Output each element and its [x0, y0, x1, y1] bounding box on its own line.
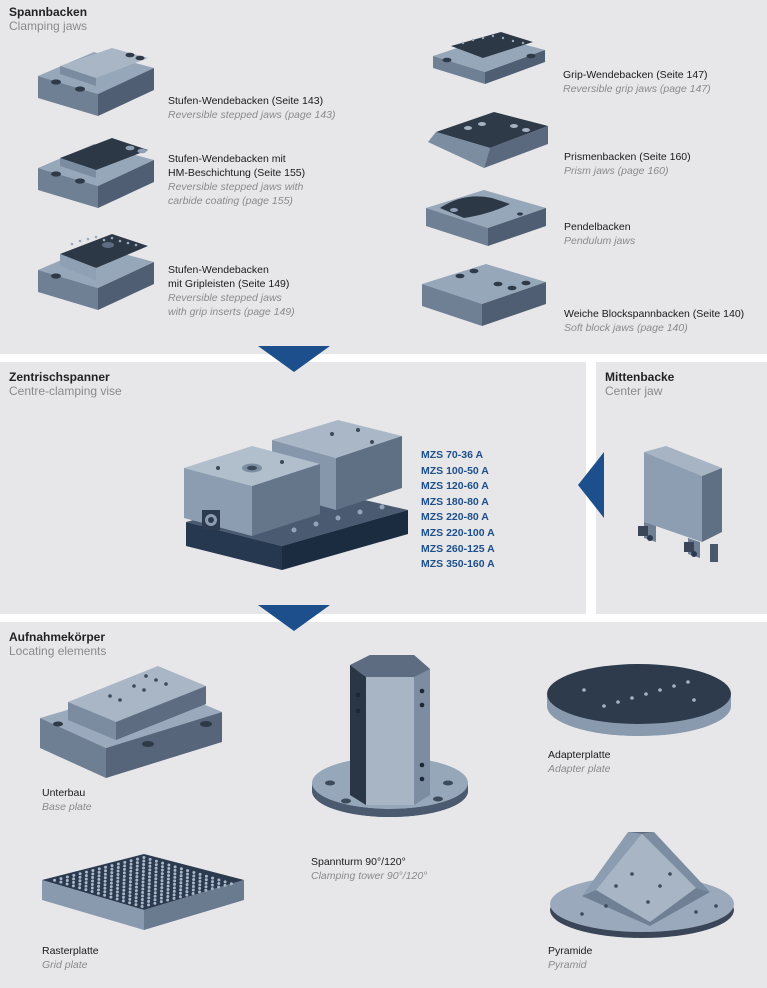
soft-block-jaw-image [422, 264, 546, 326]
clamping-subtitle: Clamping jaws [9, 19, 88, 33]
pyramid-image [550, 832, 734, 938]
model-list: MZS 70-36 A MZS 100-50 A MZS 120-60 A MZ… [421, 448, 495, 573]
clamping-tower-image [312, 655, 468, 817]
left-arrow-icon [578, 452, 604, 518]
stepped-jaw-grip-image [38, 234, 154, 310]
pendulum-jaw-image [426, 190, 546, 246]
locating-subtitle: Locating elements [9, 644, 107, 658]
base-plate-image [40, 666, 222, 778]
adapter-plate-image [547, 664, 731, 736]
model-item: MZS 100-50 A [421, 464, 489, 477]
vise-title: Zentrischspanner [9, 370, 110, 384]
jaw-caption-4: Grip-Wendebacken (Seite 147)Reversible g… [563, 69, 711, 95]
jaw-caption-1: Stufen-Wendebacken (Seite 143)Reversible… [168, 95, 336, 121]
jaw-caption-2: Stufen-Wendebacken mit HM-Beschichtung (… [168, 153, 306, 207]
down-arrow-1-icon [258, 346, 330, 372]
stepped-jaw-image [38, 48, 154, 116]
prism-jaw-image [428, 112, 548, 168]
vise-subtitle: Centre-clamping vise [9, 384, 122, 398]
locating-title: Aufnahmekörper [9, 630, 106, 644]
model-item: MZS 350-160 A [421, 558, 495, 571]
grid-plate-image [42, 854, 244, 930]
clamping-title: Spannbacken [9, 5, 88, 19]
locating-caption-2: Spannturm 90°/120°Clamping tower 90°/120… [311, 856, 428, 882]
center-title: Mittenbacke [605, 370, 675, 384]
jaw-caption-7: Weiche Blockspannbacken (Seite 140)Soft … [564, 308, 745, 334]
model-item: MZS 180-80 A [421, 495, 489, 508]
center-jaw-image [638, 446, 722, 562]
model-item: MZS 260-125 A [421, 542, 495, 555]
stepped-jaw-carbide-image [38, 138, 154, 208]
model-item: MZS 70-36 A [421, 449, 484, 461]
grip-jaw-image [433, 32, 545, 84]
model-item: MZS 120-60 A [421, 480, 489, 493]
centre-clamping-vise-image [184, 420, 408, 570]
jaw-caption-3: Stufen-Wendebacken mit Gripleisten (Seit… [168, 264, 295, 318]
center-subtitle: Center jaw [605, 384, 663, 398]
down-arrow-2-icon [258, 605, 330, 631]
model-item: MZS 220-100 A [421, 526, 495, 539]
jaw-caption-5: Prismenbacken (Seite 160)Prism jaws (pag… [564, 151, 691, 177]
model-item: MZS 220-80 A [421, 511, 489, 524]
